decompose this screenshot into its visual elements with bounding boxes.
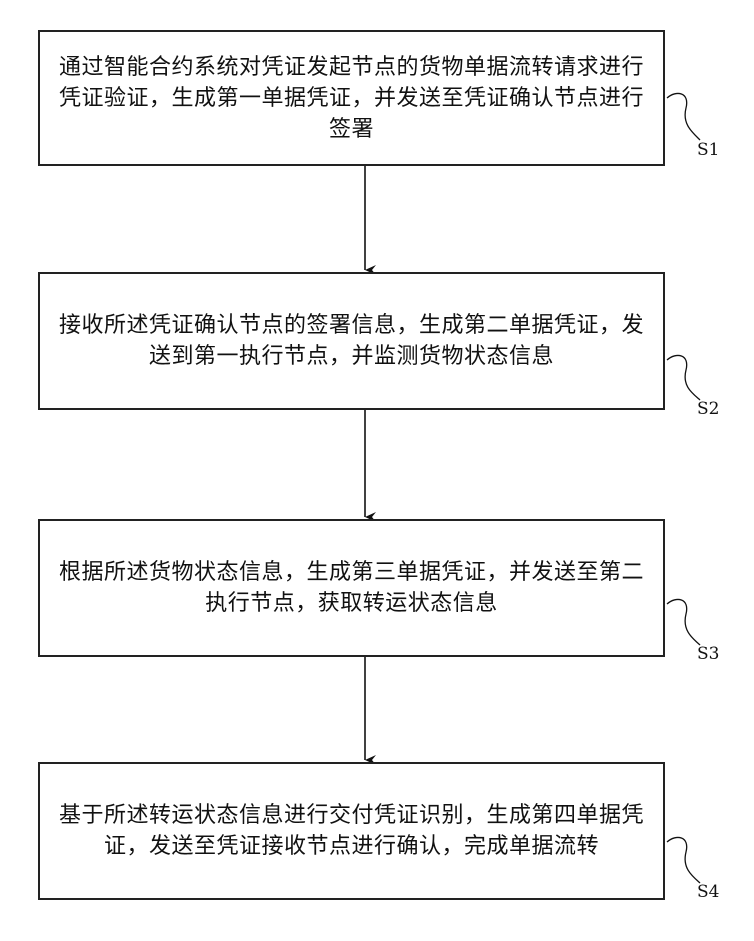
- leader-line-s2: [667, 355, 700, 400]
- step-box-s1: 通过智能合约系统对凭证发起节点的货物单据流转请求进行凭证验证，生成第一单据凭证，…: [38, 30, 665, 166]
- step-label-s2: S2: [697, 399, 719, 419]
- step-text-s2: 接收所述凭证确认节点的签署信息，生成第二单据凭证，发送到第一执行节点，并监测货物…: [40, 310, 663, 372]
- step-label-s1: S1: [697, 140, 719, 160]
- step-text-s3: 根据所述货物状态信息，生成第三单据凭证，并发送至第二执行节点，获取转运状态信息: [40, 557, 663, 619]
- step-box-s2: 接收所述凭证确认节点的签署信息，生成第二单据凭证，发送到第一执行节点，并监测货物…: [38, 272, 665, 410]
- step-text-s4: 基于所述转运状态信息进行交付凭证识别，生成第四单据凭证，发送至凭证接收节点进行确…: [40, 800, 663, 862]
- step-box-s3: 根据所述货物状态信息，生成第三单据凭证，并发送至第二执行节点，获取转运状态信息: [38, 519, 665, 657]
- step-label-s3: S3: [697, 644, 719, 664]
- step-label-s4: S4: [697, 882, 719, 902]
- step-text-s1: 通过智能合约系统对凭证发起节点的货物单据流转请求进行凭证验证，生成第一单据凭证，…: [40, 52, 663, 145]
- leader-line-s1: [667, 93, 700, 140]
- leader-line-s4: [667, 837, 700, 883]
- step-box-s4: 基于所述转运状态信息进行交付凭证识别，生成第四单据凭证，发送至凭证接收节点进行确…: [38, 762, 665, 900]
- leader-line-s3: [667, 599, 700, 645]
